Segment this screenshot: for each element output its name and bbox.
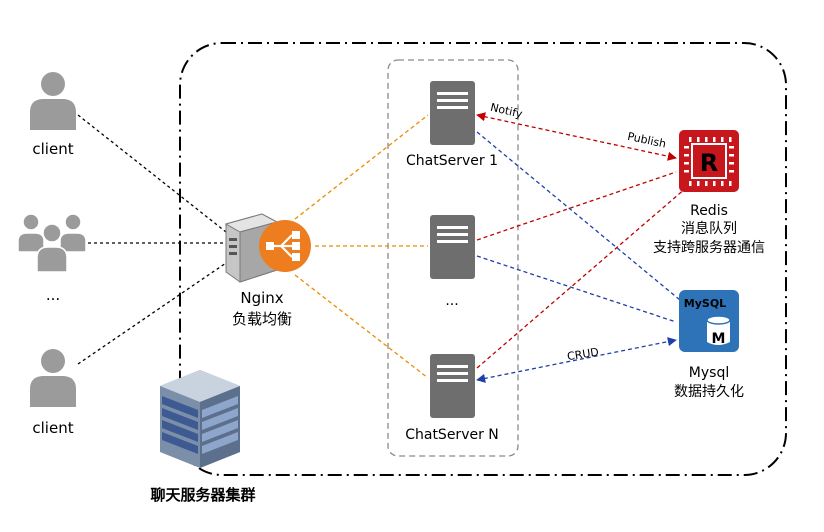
mysql-icon: [679, 290, 739, 352]
client-bottom-icon: [30, 349, 76, 407]
redis-name: Redis: [690, 203, 728, 219]
nginx-icon: [224, 213, 311, 283]
edge-redis-serverN: [476, 187, 687, 369]
client-top-icon: [30, 72, 76, 130]
edge-mysql-server1: [476, 131, 681, 301]
cluster-boundary: [179, 42, 787, 476]
publish-label: Publish: [626, 130, 667, 151]
server-mid-icon: [430, 215, 475, 279]
server-1-label: ChatServer 1: [406, 153, 498, 169]
edge-mysql-server-mid: [476, 255, 677, 323]
server-mid-label: ...: [445, 293, 458, 309]
edge-client-bottom-nginx: [77, 262, 227, 365]
redis-line2: 支持跨服务器通信: [653, 240, 765, 256]
server-group-box: [387, 59, 519, 457]
mysql-line1: 数据持久化: [674, 384, 744, 400]
server-N-label: ChatServer N: [405, 427, 499, 443]
nginx-name: Nginx: [240, 289, 283, 307]
client-group-icon: [17, 213, 87, 273]
client-group-label: ...: [46, 286, 60, 304]
client-bottom-label: client: [32, 419, 73, 437]
redis-icon: [679, 130, 739, 192]
edge-client-top-nginx: [77, 114, 227, 233]
client-top-label: client: [32, 140, 73, 158]
client-edges: [77, 114, 227, 365]
mysql-icon-text: MySQL: [684, 297, 726, 310]
mysql-edges: [476, 131, 681, 383]
notify-label: Notify: [489, 101, 524, 121]
nginx-role: 负载均衡: [232, 310, 292, 328]
edge-redis-server1: [476, 112, 677, 161]
edge-nginx-server1: [294, 114, 429, 220]
server-rack-icon: [160, 370, 240, 468]
edge-mysql-serverN: [476, 337, 677, 383]
cluster-label: 聊天服务器集群: [150, 486, 255, 504]
edge-nginx-serverN: [294, 274, 429, 379]
redis-line1: 消息队列: [681, 220, 737, 237]
server-1-icon: [430, 81, 475, 145]
crud-label: CRUD: [566, 345, 600, 363]
nginx-edges: [294, 114, 429, 379]
mysql-icon-letter: M: [712, 331, 726, 347]
mysql-name: Mysql: [689, 365, 729, 381]
edge-redis-server-mid: [476, 171, 677, 241]
redis-icon-letter: R: [700, 149, 718, 177]
server-N-icon: [430, 354, 475, 418]
